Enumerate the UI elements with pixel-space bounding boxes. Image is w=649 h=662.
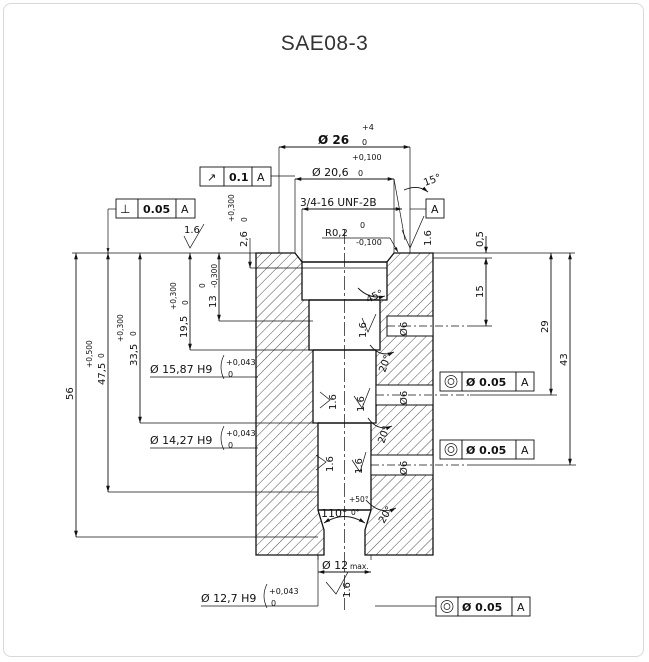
- dim-475: 47,5: [97, 363, 108, 385]
- svg-text:Ø 0.05: Ø 0.05: [462, 601, 502, 614]
- svg-text:1.6: 1.6: [325, 456, 336, 472]
- dim-335-tol-lower: 0: [129, 331, 138, 336]
- dim-d26: Ø 26: [318, 133, 349, 147]
- dim-angle-110: 110°: [321, 507, 348, 520]
- left-dimensions: 2,6 +0,300 0 13 0 -0,300 19,5 +0,300 0 3…: [65, 194, 318, 538]
- svg-text:+0,043: +0,043: [226, 358, 256, 367]
- svg-text:Ø6: Ø6: [398, 322, 410, 336]
- svg-text:Ø6: Ø6: [398, 391, 410, 405]
- svg-text:0: 0: [228, 370, 233, 379]
- svg-text:Ø 14,27 H9: Ø 14,27 H9: [150, 434, 212, 447]
- right-dimensions: 0,5 15 29 43: [433, 231, 576, 466]
- svg-text:A: A: [517, 601, 525, 614]
- runout-frame: ↗ 0.1 A: [199, 166, 295, 187]
- dim-475-tol-lower: 0: [97, 353, 106, 358]
- concentricity-frame-2: Ø 0.05 A: [439, 439, 535, 460]
- dim-26-tol-lower: 0: [240, 217, 249, 222]
- concentricity-frame-3: Ø 0.05 A: [435, 596, 531, 617]
- svg-text:1.6: 1.6: [354, 458, 365, 474]
- runout-datum: A: [257, 171, 265, 184]
- dim-angle-15: 15°: [422, 172, 442, 188]
- svg-text:0: 0: [271, 599, 276, 608]
- dim-26-tol-upper: +0,300: [227, 194, 236, 222]
- runout-value: 0.1: [229, 171, 249, 184]
- concentricity-frame-1: Ø 0.05 A: [439, 371, 535, 392]
- dim-475-tol-upper: +0,500: [85, 340, 94, 368]
- svg-text:Ø 15,87 H9: Ø 15,87 H9: [150, 363, 212, 376]
- dim-d26-tol-upper: +4: [362, 123, 374, 132]
- svg-text:1.6: 1.6: [328, 394, 339, 410]
- dim-195: 19,5: [179, 316, 190, 338]
- svg-text:+0,043: +0,043: [226, 429, 256, 438]
- svg-text:A: A: [521, 444, 529, 457]
- page-title: SAE08-3: [280, 32, 369, 55]
- dim-d206-tol-upper: +0,100: [352, 153, 382, 162]
- top-dimensions: Ø 26 +4 0 Ø 20,6 +0,100 0 3/4-16 UNF-2B …: [278, 123, 443, 262]
- datum-a-top: A: [410, 198, 445, 219]
- dim-05: 0,5: [475, 231, 486, 247]
- dim-195-tol-upper: +0,300: [169, 282, 178, 310]
- dim-radius-tol-lower: -0,100: [356, 238, 382, 247]
- bore-callout-1427: Ø 14,27 H9 +0,043 0: [150, 425, 258, 451]
- svg-text:0: 0: [228, 441, 233, 450]
- dim-56: 56: [65, 387, 76, 400]
- dim-15: 15: [475, 285, 486, 298]
- datum-label: A: [431, 203, 439, 216]
- bore-callout-127: Ø 12,7 H9 +0,043 0: [201, 555, 319, 609]
- dim-195-tol-lower: 0: [181, 300, 190, 305]
- svg-text:Ø6: Ø6: [398, 461, 410, 475]
- svg-text:1.6: 1.6: [358, 322, 369, 338]
- runout-symbol: ↗: [207, 171, 216, 184]
- svg-text:Ø 12,7 H9: Ø 12,7 H9: [201, 592, 256, 605]
- cross-drill-holes: [370, 315, 470, 476]
- bore-callout-1587: Ø 15,87 H9 +0,043 0: [150, 354, 258, 380]
- perp-datum: A: [181, 203, 189, 216]
- dim-13-tol-upper: 0: [198, 283, 207, 288]
- dim-radius: R0,2: [325, 228, 348, 239]
- dim-d12max-suffix: max.: [350, 562, 369, 571]
- perpendicularity-frame: ⊥ 0.05 A: [106, 198, 196, 253]
- dim-radius-tol-upper: 0: [360, 221, 365, 230]
- svg-text:Ø 0.05: Ø 0.05: [466, 376, 506, 389]
- svg-text:Ø 0.05: Ø 0.05: [466, 444, 506, 457]
- dim-d206-tol-lower: 0: [358, 169, 363, 178]
- dim-d26-tol-lower: 0: [362, 138, 367, 147]
- dim-d12max: Ø 12: [322, 559, 348, 572]
- part-section: [255, 230, 470, 610]
- dim-d206: Ø 20,6: [312, 166, 349, 179]
- dim-43: 43: [559, 353, 570, 366]
- angle-tol-lower: 0°: [351, 508, 360, 517]
- dim-13-tol-lower: -0,300: [210, 264, 219, 288]
- dim-13: 13: [208, 295, 219, 308]
- dim-thread: 3/4-16 UNF-2B: [300, 197, 377, 209]
- svg-text:+0,043: +0,043: [269, 587, 299, 596]
- perp-value: 0.05: [143, 203, 170, 216]
- dim-29: 29: [540, 320, 551, 333]
- svg-text:1.6: 1.6: [356, 396, 367, 412]
- dim-335-tol-upper: +0,300: [116, 314, 125, 342]
- svg-text:1.6: 1.6: [184, 225, 200, 236]
- svg-text:1.6: 1.6: [342, 582, 353, 598]
- bottom-dimensions: Ø 12 max. 110° +50° 0° 1.6: [317, 495, 436, 607]
- angle-tol-upper: +50°: [349, 495, 369, 504]
- roughness-top-left: 1.6: [183, 223, 205, 249]
- dim-26: 2,6: [239, 231, 250, 247]
- perp-symbol: ⊥: [120, 202, 130, 216]
- roughness-top-right: 1.6: [423, 230, 434, 246]
- svg-text:A: A: [521, 376, 529, 389]
- dim-335: 33,5: [129, 344, 140, 366]
